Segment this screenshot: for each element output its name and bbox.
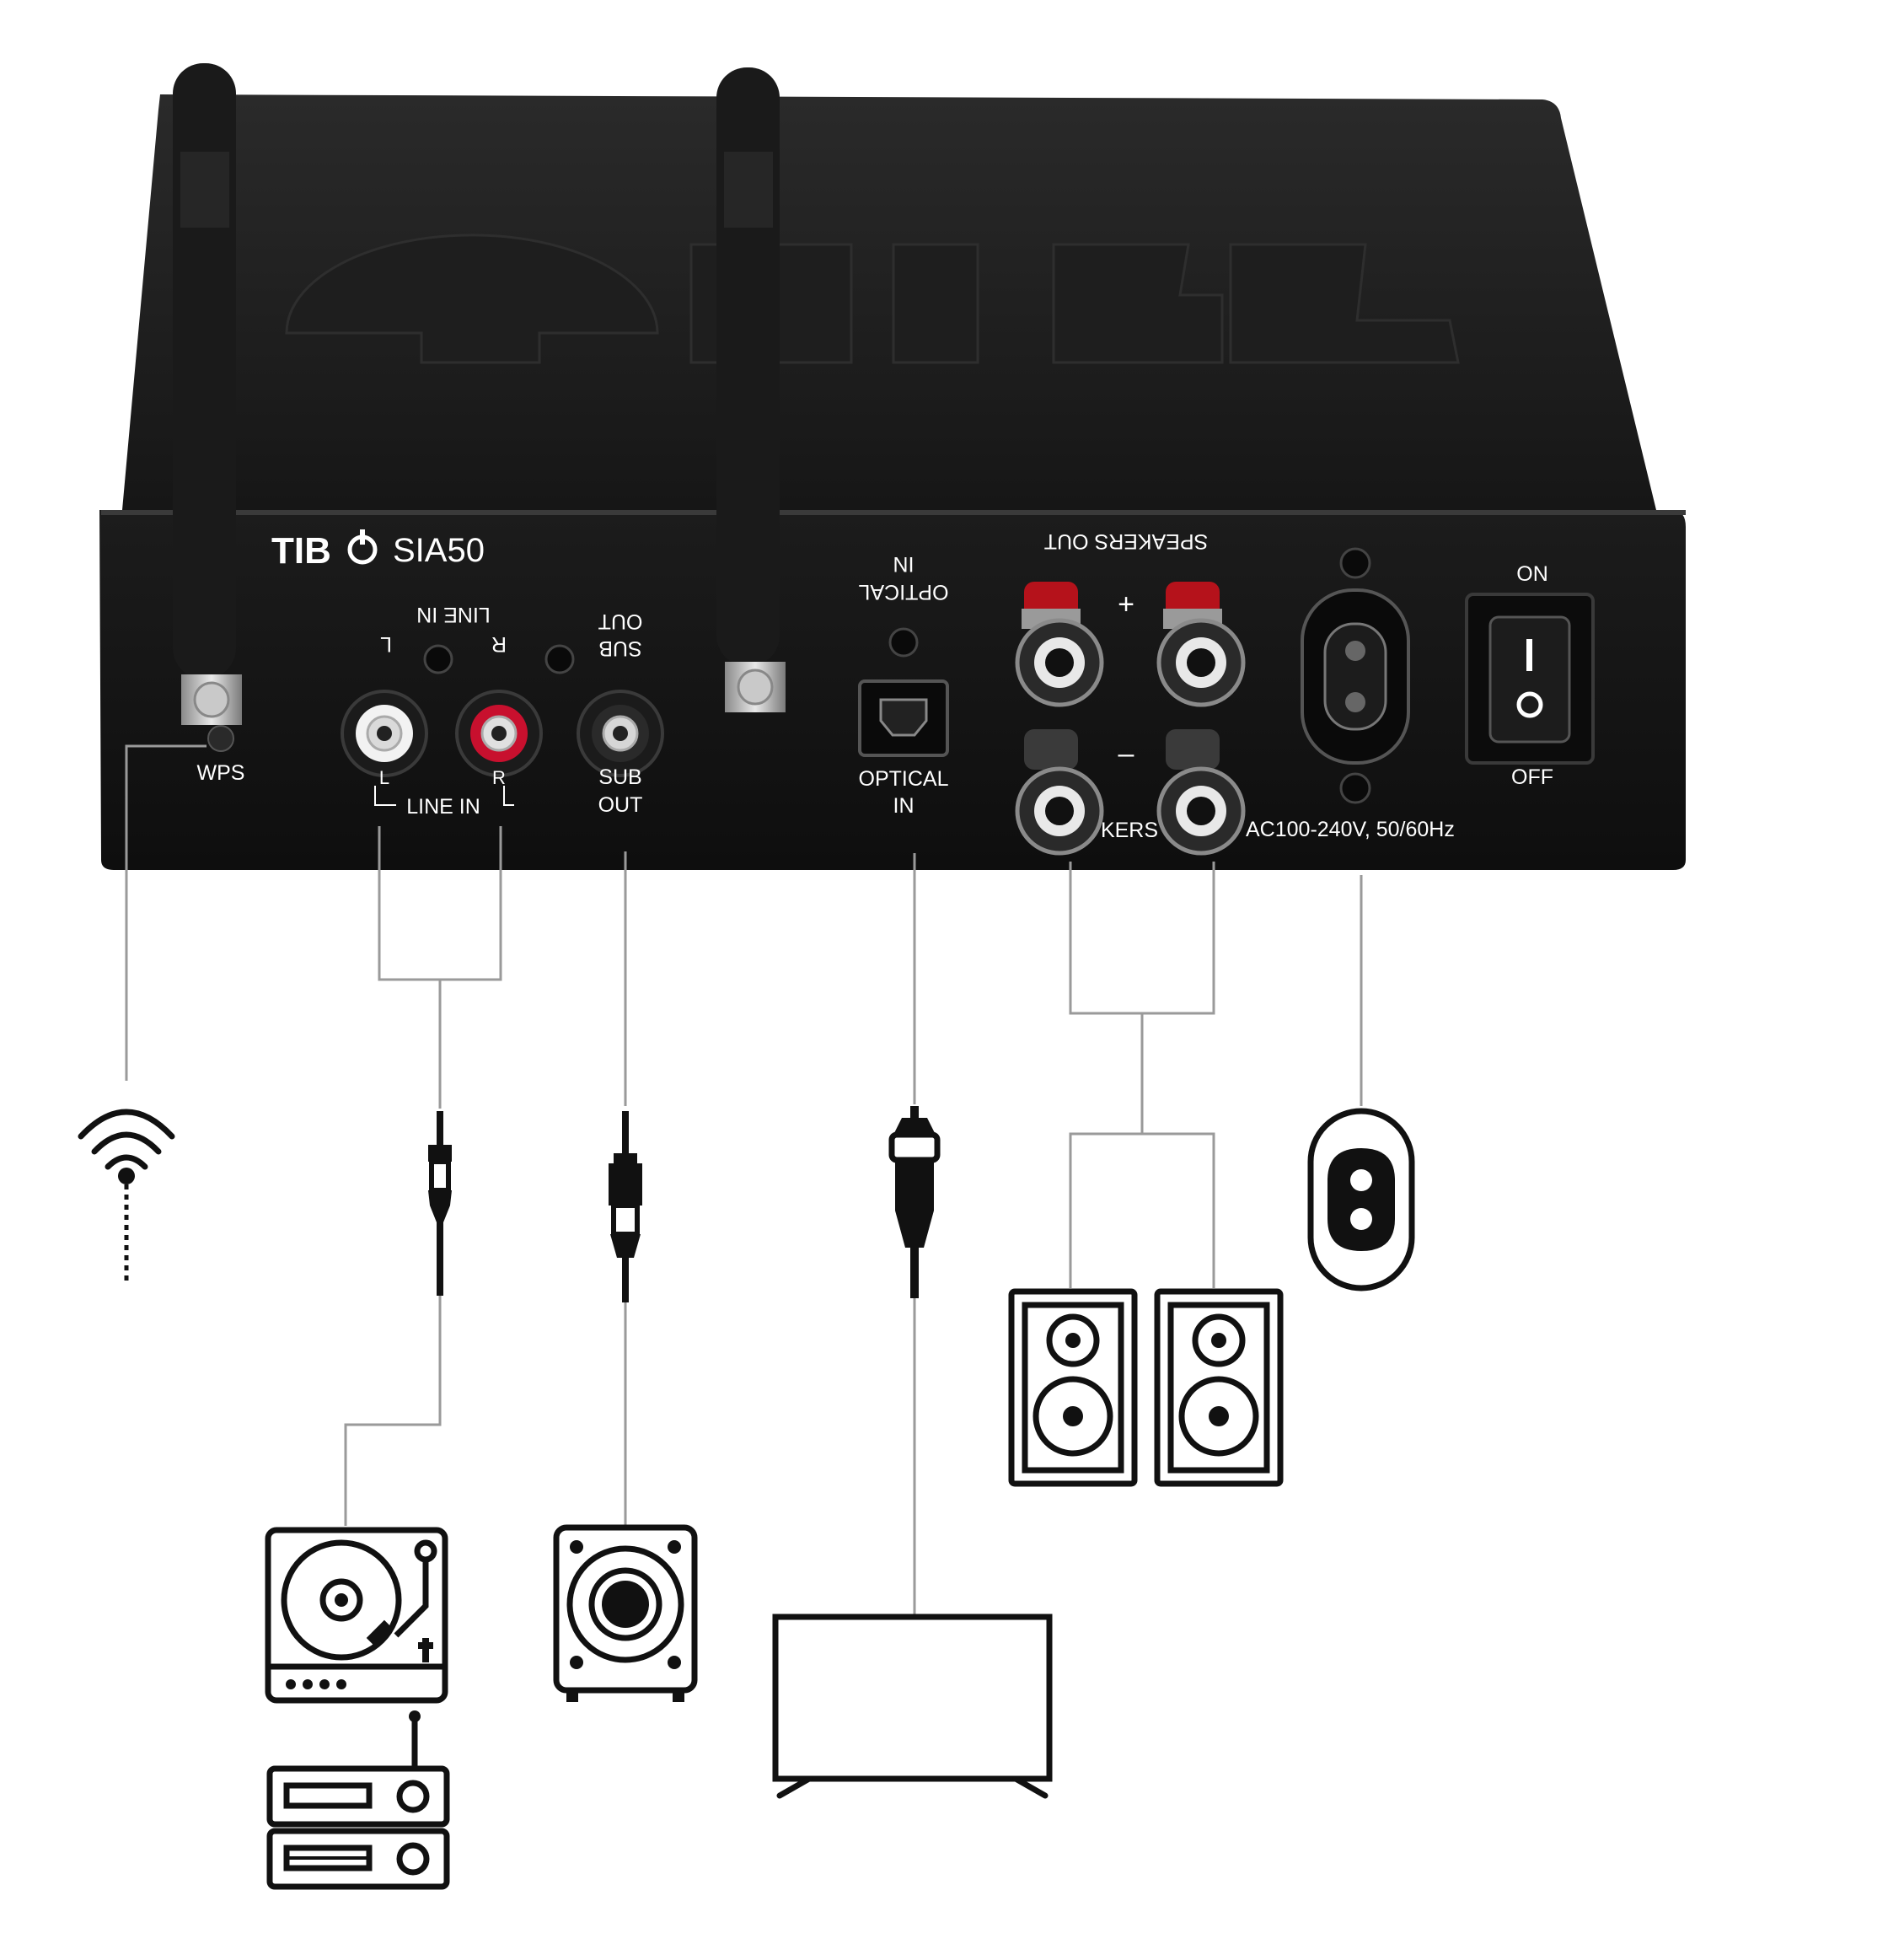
optical-label-top: OPTICAL	[858, 580, 948, 604]
power-rating-label: AC100-240V, 50/60Hz	[1246, 818, 1455, 841]
connection-lines	[125, 744, 1363, 1617]
plus-label: +	[1118, 588, 1134, 620]
line-in-label-top: LINE IN	[416, 603, 491, 626]
line-in-line-upper	[378, 826, 502, 1109]
speaker-terminal-right-positive[interactable]	[1156, 582, 1246, 707]
speaker-terminal-left-negative[interactable]	[1015, 729, 1104, 856]
sub-label-bottom: SUB	[598, 765, 641, 789]
rca-plug-line-in	[428, 1111, 452, 1296]
optical-label-bottom: OPTICAL	[859, 767, 949, 791]
switch-on-label: ON	[1516, 562, 1548, 586]
power-inlet-section: AC100-240V, 50/60Hz	[1246, 547, 1455, 841]
subwoofer-icon	[553, 1524, 698, 1702]
tv-icon	[772, 1614, 1053, 1799]
speakers-line	[1069, 862, 1215, 1288]
rca-jack-sub[interactable]	[577, 690, 664, 777]
optical-in-section: IN OPTICAL OPTICAL IN	[858, 552, 949, 818]
in-label-top: IN	[893, 552, 914, 576]
wps-label: WPS	[197, 761, 245, 785]
speaker-left-icon	[1008, 1288, 1138, 1487]
speaker-right-icon	[1154, 1288, 1284, 1487]
turntable-icon	[265, 1527, 448, 1704]
speaker-terminal-left-positive[interactable]	[1015, 582, 1104, 707]
left-label-top: L	[380, 632, 392, 656]
power-inlet-socket[interactable]	[1301, 588, 1410, 765]
power-rocker-switch[interactable]	[1465, 593, 1595, 765]
switch-off-label: OFF	[1511, 765, 1553, 789]
antenna-right[interactable]	[716, 67, 786, 712]
rca-plug-sub-out	[609, 1111, 642, 1302]
stereo-receiver-icon	[266, 1710, 450, 1890]
rca-jack-right[interactable]	[455, 690, 543, 777]
in-label-bottom: IN	[893, 794, 914, 818]
optical-plug	[888, 1106, 941, 1298]
speaker-terminal-right-negative[interactable]	[1156, 729, 1246, 856]
sub-label-top: SUB	[598, 636, 641, 660]
rca-jack-left[interactable]	[341, 690, 428, 777]
brand-logo: TIB	[271, 529, 378, 572]
chassis-top	[122, 94, 1656, 510]
out-label-bottom: OUT	[598, 793, 643, 817]
power-socket-icon	[1307, 1108, 1415, 1291]
right-label-bottom: R	[492, 767, 506, 788]
minus-label: –	[1118, 738, 1134, 770]
wps-button[interactable]	[207, 725, 234, 752]
brand-name: TIB	[271, 530, 331, 572]
line-in-line-lower	[344, 1296, 442, 1526]
power-switch-section: ON OFF	[1465, 562, 1595, 789]
left-label-bottom: L	[379, 767, 389, 788]
antenna-left[interactable]	[173, 63, 242, 725]
speakers-out-section: SPEAKERS OUT + – KERS	[1015, 529, 1246, 856]
out-label-top: OUT	[598, 609, 643, 633]
wifi-icon	[78, 1109, 175, 1286]
model-name: SIA50	[393, 532, 485, 569]
optical-port[interactable]	[858, 679, 949, 757]
line-in-label-bottom: LINE IN	[406, 795, 480, 819]
line-in-section: LINE IN L R L R LINE IN	[341, 603, 543, 819]
right-label-top: R	[491, 632, 507, 656]
wps-line	[125, 744, 206, 1081]
speakers-out-label-top: SPEAKERS OUT	[1044, 529, 1209, 553]
speakers-label-bottom: KERS	[1101, 819, 1158, 842]
sub-out-section: OUT SUB SUB OUT	[544, 609, 664, 817]
